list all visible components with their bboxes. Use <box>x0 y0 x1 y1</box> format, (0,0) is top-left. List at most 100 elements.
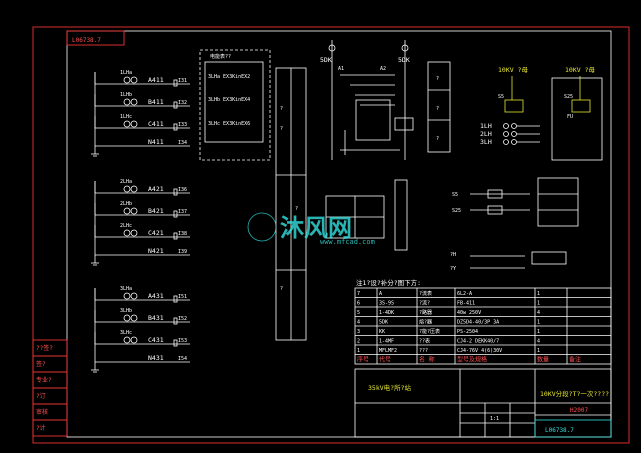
terminal-label: I51 <box>178 294 187 300</box>
note-text: 注1?设?补分?图下方: <box>356 278 421 287</box>
label-k2: 5DK <box>398 56 410 64</box>
bom-cell: 40w 250V <box>457 310 481 316</box>
title-block: 35kV电?所?站 10KV分段?T?一次???? 1:1 H2007 L067… <box>354 368 612 438</box>
bom-cell: 4 <box>537 339 540 345</box>
label-a1: A1 <box>338 66 344 72</box>
bom-header: 名 称 <box>419 356 435 364</box>
bom-cell: 1 <box>537 320 540 326</box>
meter-box-title: 电能表?? <box>210 53 231 60</box>
bom-cell: 3S-9S <box>379 301 394 307</box>
ct-label: 2LHc <box>120 223 132 229</box>
title-scale: 1:1 <box>490 416 499 422</box>
bom-cell: ?流? <box>419 300 430 307</box>
stamp-cell: 审核 <box>36 408 48 416</box>
bom-cell: ?流表 <box>419 290 432 297</box>
ct-label: 1LHc <box>120 114 132 120</box>
stamp-cell: 签? <box>36 360 46 368</box>
bom-cell: MFLMF2 <box>379 348 397 354</box>
bom-cell: A <box>379 291 382 297</box>
label-s4: S25 <box>452 208 461 214</box>
stamp-cell: ??签? <box>36 344 53 352</box>
terminal-label: I33 <box>178 122 187 128</box>
label-v1: 10KV ?母 <box>498 66 528 74</box>
label-s2: S25 <box>564 94 573 100</box>
bom-cell: 2 <box>357 339 360 345</box>
bom-header: 备注 <box>569 356 581 364</box>
neutral-label: N431 <box>148 354 164 362</box>
bom-cell: 1 <box>357 348 360 354</box>
terminal-label: I54 <box>178 356 187 362</box>
ct-label: 2LHb <box>120 201 132 207</box>
bom-cell: KK <box>379 329 385 335</box>
terminal-label: I39 <box>178 249 187 255</box>
control-circuit: 5DK 5DK A1 A2 ? ? ? <box>320 40 451 160</box>
bom-cell: 4 <box>357 320 360 326</box>
bom-cell: 1-4MF <box>379 339 394 345</box>
terminal-strip: ? ? ? ? <box>275 67 307 341</box>
wire-label: B421 <box>148 207 164 215</box>
bom-cell: 3 <box>357 329 360 335</box>
ct-label: 3LHc <box>120 330 132 336</box>
title-name: 10KV分段?T?一次???? <box>540 389 609 398</box>
bom-cell: DZ5D4-40/3P 3A <box>457 320 499 326</box>
ct-label: 1LHa <box>120 70 132 76</box>
label-p2: ?Y <box>450 266 456 272</box>
ct-label: 2LHa <box>120 179 132 185</box>
wire-label: C421 <box>148 229 164 237</box>
neutral-label: N411 <box>148 138 164 146</box>
bom-cell: 1 <box>537 348 540 354</box>
terminal-label: I38 <box>178 231 187 237</box>
bom-header: 序号 <box>357 356 369 364</box>
terminal-label: I31 <box>178 78 187 84</box>
label-ct-b: 2LH <box>480 130 492 138</box>
neutral-label: N421 <box>148 247 164 255</box>
bom-cell: CJ4-2 DEKK40/7 <box>457 339 499 345</box>
terminal-label: I37 <box>178 209 187 215</box>
bom-cell: 6 <box>357 301 360 307</box>
bom-cell: 熔?器 <box>419 319 432 326</box>
aux-circuit: S5 S25 ?H ?Y <box>325 177 579 272</box>
bom-cell: 1 <box>537 301 540 307</box>
bom-header: 代号 <box>379 356 391 364</box>
stamp-cell: ?订 <box>36 393 46 400</box>
bom-cell: 6L2-A <box>457 291 472 297</box>
ct-label: 1LHb <box>120 92 132 98</box>
label-k1: 5DK <box>320 56 332 64</box>
svg-text:?: ? <box>436 76 439 82</box>
meter-coil-3: 3LHc EX3KinEX6 <box>208 121 250 127</box>
bom-cell: CJ4-76V 4(6)30V <box>457 348 502 354</box>
svg-text:?: ? <box>280 126 283 132</box>
drawing-tag-box <box>66 30 125 46</box>
terminal-label: I36 <box>178 187 187 193</box>
bom-cell: FB-411 <box>457 301 475 307</box>
inner-frame <box>66 30 612 438</box>
svg-text:?: ? <box>295 206 298 212</box>
ct-label: 3LHa <box>120 286 132 292</box>
wire-label: C431 <box>148 336 164 344</box>
watermark-url: www.mfcad.com <box>320 238 375 246</box>
bom-cell: 1 <box>537 291 540 297</box>
terminal-label: I52 <box>178 316 187 322</box>
ct-label: 3LHb <box>120 308 132 314</box>
busbar-ct-block: 10KV ?母 10KV ?母 S5 S25 FU 1LH 2LH 3LH <box>480 66 603 161</box>
wire-label: A421 <box>148 185 164 193</box>
meter-coil-1: 3LHa EX3KinEX2 <box>208 74 250 80</box>
outer-frame <box>32 26 630 444</box>
wire-label: C411 <box>148 120 164 128</box>
svg-text:?: ? <box>436 136 439 142</box>
title-number: L06738.7 <box>545 427 574 434</box>
bom-cell: ?能?压表 <box>419 328 440 335</box>
bom-cell: 1-4DK <box>379 310 394 316</box>
watermark: 沐风网 www.mfcad.com <box>247 212 375 246</box>
title-sheet: H2007 <box>570 407 588 414</box>
bom-cell: ??? <box>419 348 428 354</box>
bom-header: 型号及规格 <box>457 356 487 364</box>
bom-header: 数量 <box>537 356 549 364</box>
label-s1: S5 <box>498 94 504 100</box>
bom-cell: ?路器 <box>419 309 432 316</box>
label-ct-a: 1LH <box>480 122 492 130</box>
wire-label: A431 <box>148 292 164 300</box>
